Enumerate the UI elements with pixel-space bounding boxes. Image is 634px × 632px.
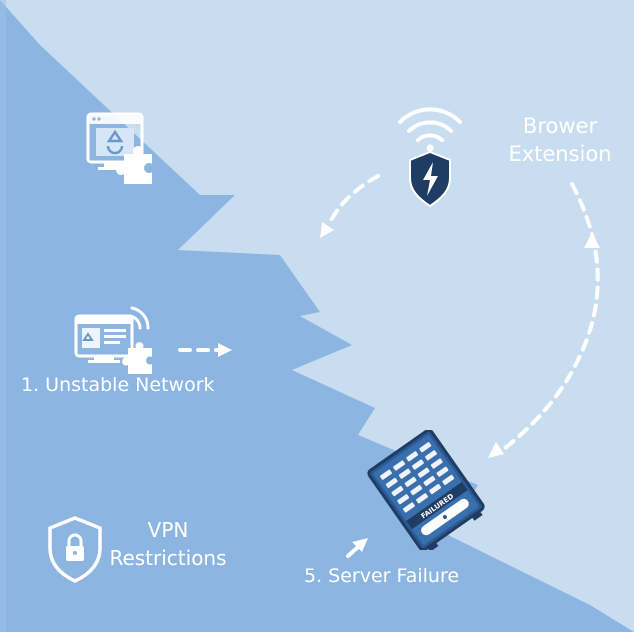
vpn-restrictions-label: VPN Restrictions xyxy=(108,516,228,572)
monitor-puzzle-icon xyxy=(86,112,152,184)
browser-extension-line2: Extension xyxy=(508,142,612,166)
dashed-arrow-server xyxy=(346,545,360,558)
wifi-shield-lightning-icon xyxy=(398,107,462,208)
server-failure-label: 5. Server Failure xyxy=(304,565,460,587)
vpn-line2: Restrictions xyxy=(109,546,227,570)
arrowhead-right-up xyxy=(584,232,600,248)
server-rack-icon: FAILURED xyxy=(367,430,485,550)
dashed-arc-right xyxy=(498,182,600,454)
arrowhead-right-down xyxy=(488,442,504,458)
browser-extension-line1: Brower xyxy=(522,114,598,138)
shield-lock-icon xyxy=(48,516,102,583)
arrowhead-middle xyxy=(218,343,232,357)
arrowhead-top xyxy=(320,222,334,238)
arrowhead-server xyxy=(352,538,368,552)
edge-highlight xyxy=(0,0,6,632)
unstable-network-label: 1. Unstable Network xyxy=(21,374,215,396)
vpn-line1: VPN xyxy=(147,518,189,542)
dashed-arrow-top xyxy=(326,174,380,228)
browser-extension-label: Brower Extension xyxy=(500,112,620,168)
monitor-wifi-puzzle-icon xyxy=(74,306,152,374)
